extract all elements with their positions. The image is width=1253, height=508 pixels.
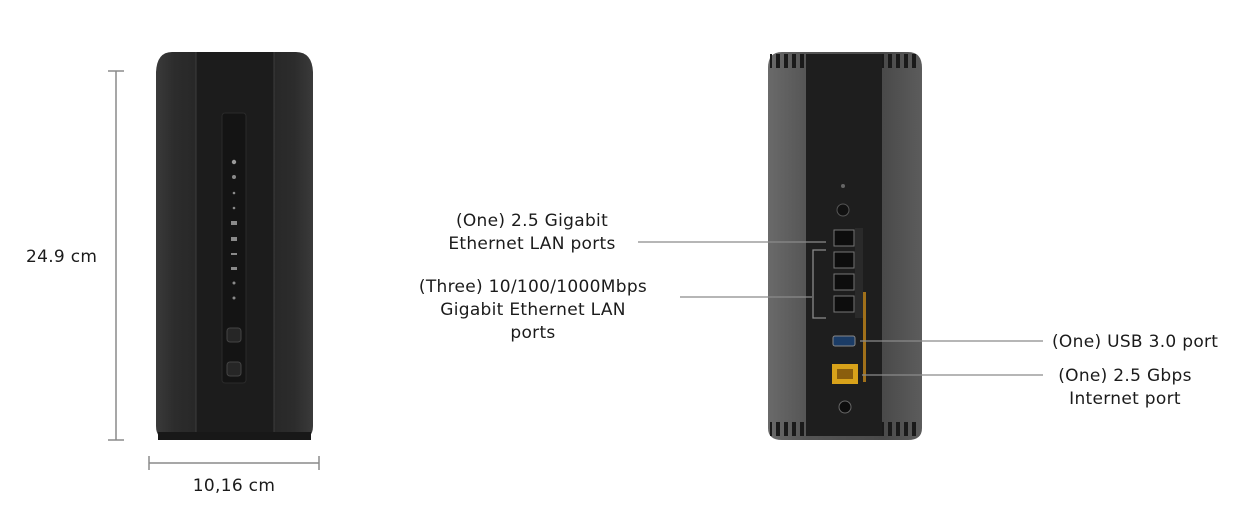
router-front-base [158,432,311,440]
led-icon-7 [231,267,237,270]
leader-lan-1g-bracket [812,249,826,319]
wifi-toggle-button[interactable] [226,361,242,377]
lan-port-2[interactable] [833,273,855,291]
callout-lan-2-5g-line-2: Ethernet LAN ports [448,234,616,254]
callout-lan-2-5g-line-1: (One) 2.5 Gigabit [455,211,609,231]
callout-usb: (One) USB 3.0 port [1052,331,1218,354]
lan-port-divider [855,228,863,318]
led-status-strip [221,112,247,384]
wps-button[interactable] [226,327,242,343]
callout-internet-line-1: (One) 2.5 Gbps [1058,366,1192,386]
callout-lan-1g-line-1: (Three) 10/100/1000Mbps [418,277,648,297]
lan-led-icon [231,221,237,225]
lan-port-3[interactable] [833,295,855,313]
callout-internet-line-2: Internet port [1069,389,1181,409]
led-icon-8 [232,281,236,285]
power-led-icon [231,159,237,165]
port-orange-strip [863,292,866,382]
usb-led-icon [231,253,237,255]
height-dimension-label: 24.9 cm [26,247,98,267]
callout-usb-line-1: (One) USB 3.0 port [1052,332,1219,352]
width-dimension-label: 10,16 cm [192,476,276,496]
callout-lan-1g: (Three) 10/100/1000Mbps Gigabit Ethernet… [402,276,664,345]
callout-lan-1g-line-2: Gigabit Ethernet LAN [440,300,626,320]
usb-port[interactable] [832,335,856,347]
callout-internet: (One) 2.5 Gbps Internet port [1044,365,1206,411]
wifi-24-led-icon [232,191,236,195]
lan-port-1[interactable] [833,251,855,269]
wifi-5-led-icon [232,206,236,210]
callout-lan-2-5g: (One) 2.5 Gigabit Ethernet LAN ports [430,210,634,256]
internet-led-icon [232,175,236,179]
callout-lan-1g-line-3: ports [510,323,556,343]
reset-hole-icon [841,184,845,188]
power-jack[interactable] [838,400,852,414]
led-icon-9 [232,296,236,300]
power-button[interactable] [836,203,850,217]
internet-port-opening [837,369,853,379]
lan2-led-icon [231,237,237,241]
lan-port-2-5g[interactable] [833,229,855,247]
